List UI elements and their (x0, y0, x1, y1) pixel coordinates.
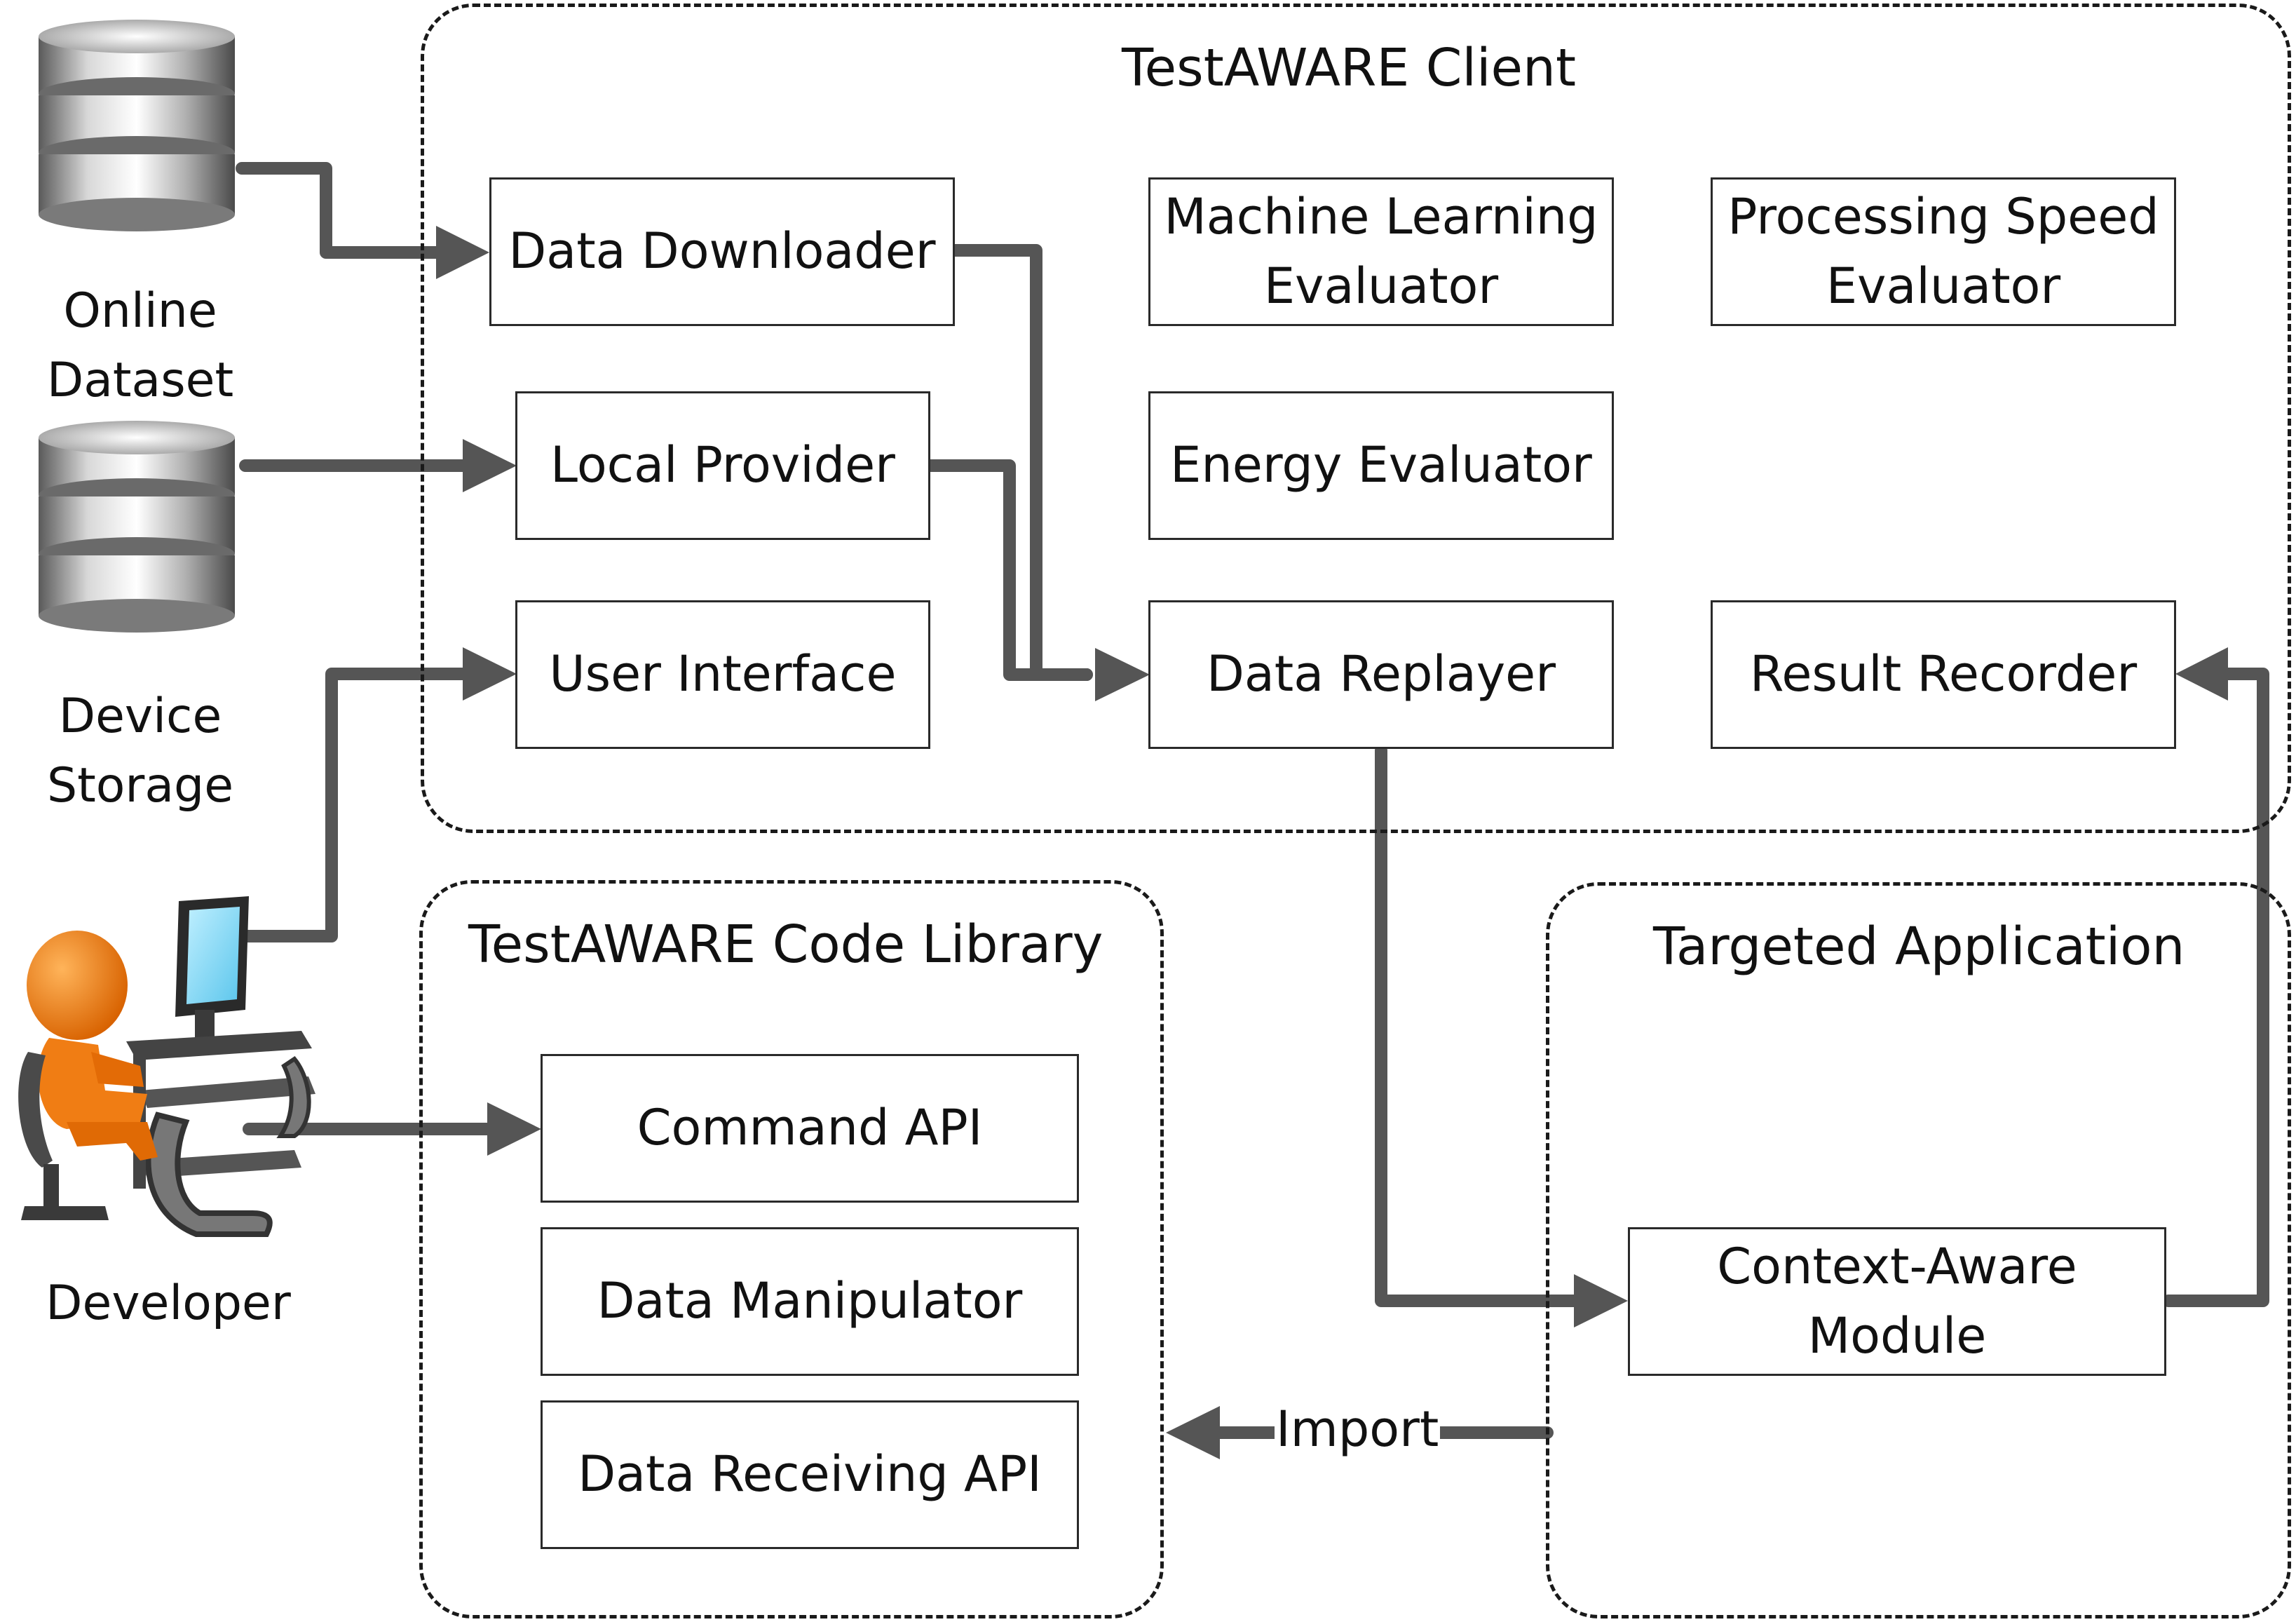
local-provider-to-data-replayer-connector (921, 459, 1093, 681)
group-title: TestAWARE Client (1122, 38, 1576, 98)
component-label: Processing Speed Evaluator (1727, 187, 2159, 315)
component-label: Energy Evaluator (1170, 436, 1592, 494)
component-label: Context-Aware Module (1717, 1237, 2077, 1365)
arrowhead-data-replayer (1095, 648, 1150, 701)
component-label: Data Manipulator (597, 1272, 1023, 1330)
testaware-client-group: TestAWARE Client (421, 4, 2291, 833)
component-label: Data Receiving API (578, 1445, 1042, 1503)
testaware-code-library-group: TestAWARE Code Library (419, 880, 1164, 1618)
component-label: Result Recorder (1749, 645, 2138, 703)
component-label: Command API (637, 1099, 983, 1157)
arrowhead-context-module (1574, 1274, 1628, 1327)
result-recorder-box: Result Recorder (1711, 600, 2176, 749)
device-storage-label: Device Storage (46, 689, 234, 813)
component-label: Local Provider (550, 436, 895, 494)
data-downloader-box: Data Downloader (489, 177, 955, 326)
energy-evaluator-box: Energy Evaluator (1148, 391, 1614, 540)
component-label: User Interface (549, 645, 897, 703)
component-label: Machine Learning Evaluator (1164, 187, 1598, 315)
group-title: TestAWARE Code Library (468, 914, 1103, 975)
user-interface-box: User Interface (515, 600, 930, 749)
arrowhead-result-recorder (2175, 647, 2228, 701)
arrowhead-command-api (487, 1102, 541, 1156)
online-dataset-label: Online Dataset (46, 283, 234, 408)
arrowhead-user-interface (463, 647, 517, 701)
component-label: Data Downloader (508, 222, 936, 281)
arrowhead-local-provider (463, 439, 517, 492)
developer-to-user-interface-connector (239, 668, 476, 942)
context-aware-module-box: Context-Aware Module (1628, 1227, 2166, 1376)
import-edge-label: Import (1275, 1400, 1441, 1458)
targeted-application-group: Targeted Application (1546, 882, 2291, 1618)
data-receiving-api-box: Data Receiving API (541, 1400, 1079, 1549)
arrowhead-data-downloader (436, 226, 489, 279)
developer-at-computer-icon (18, 896, 315, 1237)
local-provider-box: Local Provider (515, 391, 930, 540)
developer-label: Developer (46, 1276, 291, 1331)
command-api-box: Command API (541, 1054, 1079, 1203)
data-replayer-box: Data Replayer (1148, 600, 1614, 749)
machine-learning-evaluator-box: Machine Learning Evaluator (1148, 177, 1614, 326)
context-module-to-result-recorder-connector (2162, 668, 2269, 1307)
database-icon (39, 20, 235, 231)
component-label: Data Replayer (1207, 645, 1556, 703)
data-replayer-to-context-module-connector (1375, 744, 1584, 1307)
processing-speed-evaluator-box: Processing Speed Evaluator (1711, 177, 2176, 326)
online-dataset-to-data-downloader-connector (236, 162, 448, 259)
database-icon (39, 421, 235, 633)
arrowhead-import (1166, 1406, 1220, 1459)
data-manipulator-box: Data Manipulator (541, 1227, 1079, 1376)
group-title: Targeted Application (1653, 917, 2185, 977)
